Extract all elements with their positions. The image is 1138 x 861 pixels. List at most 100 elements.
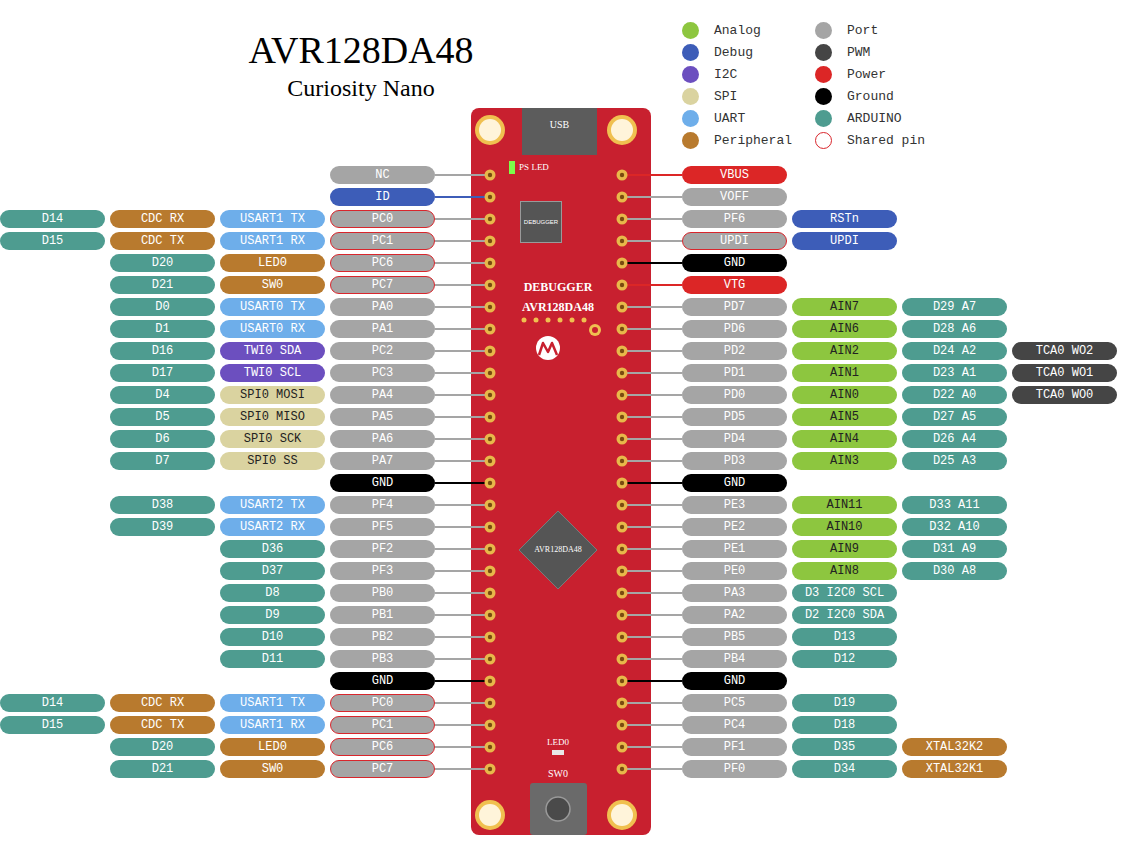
- pin-label: PA6: [330, 430, 435, 448]
- pin-label-text: D11: [262, 653, 284, 665]
- pin-leader-line: [435, 768, 472, 770]
- pin-pad: [485, 412, 496, 423]
- pin-label: USART1 RX: [220, 716, 325, 734]
- pin-label: SW0: [220, 760, 325, 778]
- pin-label-text: D20: [152, 257, 174, 269]
- pin-pad: [617, 346, 628, 357]
- pin-hole: [488, 217, 492, 221]
- pin-label: D13: [792, 628, 897, 646]
- pin-leader-line: [435, 174, 472, 176]
- pin-label: PC6: [330, 738, 435, 756]
- pin-pad: [617, 236, 628, 247]
- pin-label-text: PD2: [724, 345, 746, 357]
- mounting-hole-center: [479, 119, 501, 141]
- pin-label: PA7: [330, 452, 435, 470]
- pin-label: PF2: [330, 540, 435, 558]
- pin-pad: [617, 720, 628, 731]
- pin-label-text: PF2: [372, 543, 394, 555]
- pin-label-text: SW0: [262, 279, 284, 291]
- pin-pad: [485, 170, 496, 181]
- pin-label-text: PF5: [372, 521, 394, 533]
- pin-label: D19: [792, 694, 897, 712]
- legend-label: UART: [714, 111, 745, 126]
- legend-swatch: [682, 88, 699, 105]
- pin-label-text: D27 A5: [933, 411, 976, 423]
- pin-label-text: D28 A6: [933, 323, 976, 335]
- pin-label: AIN7: [792, 298, 897, 316]
- pin-label: D10: [220, 628, 325, 646]
- pin-pad: [485, 654, 496, 665]
- board-silkscreen: SW0: [548, 768, 568, 779]
- pin-label-text: GND: [372, 675, 394, 687]
- pin-label-text: SPI0 MISO: [240, 411, 305, 423]
- pin-hole: [620, 701, 624, 705]
- test-pad-hole: [592, 327, 598, 333]
- pin-label-text: D14: [42, 697, 64, 709]
- pin-label-text: GND: [724, 675, 746, 687]
- pin-label: AIN6: [792, 320, 897, 338]
- pin-label: USART0 TX: [220, 298, 325, 316]
- pin-pad: [485, 192, 496, 203]
- pin-leader-line: [435, 372, 472, 374]
- pin-hole: [488, 547, 492, 551]
- pin-label: CDC RX: [110, 210, 215, 228]
- pin-pad: [485, 742, 496, 753]
- pin-leader-line: [435, 196, 472, 198]
- pin-label-text: PC3: [372, 367, 394, 379]
- legend-label: I2C: [714, 67, 737, 82]
- pin-label-text: PD7: [724, 301, 746, 313]
- pin-label-text: PA7: [372, 455, 394, 467]
- pin-label-text: D29 A7: [933, 301, 976, 313]
- usb-connector: USB: [522, 108, 597, 155]
- pin-leader-line: [650, 306, 682, 308]
- pin-label: USART1 RX: [220, 232, 325, 250]
- pin-label: GND: [682, 474, 787, 492]
- pin-label: PF1: [682, 738, 787, 756]
- pin-label-text: D15: [42, 719, 64, 731]
- pin-label: SW0: [220, 276, 325, 294]
- pin-hole: [488, 239, 492, 243]
- pin-pad: [485, 302, 496, 313]
- pin-leader-line: [650, 196, 682, 198]
- pin-leader-line: [650, 350, 682, 352]
- pin-label-text: D34: [834, 763, 856, 775]
- legend-entry: Power: [815, 65, 886, 83]
- pin-leader-line: [650, 746, 682, 748]
- pin-pad: [485, 522, 496, 533]
- pin-pad: [617, 698, 628, 709]
- pin-pad: [617, 434, 628, 445]
- pin-label-text: USART1 RX: [240, 719, 305, 731]
- pin-label-text: AIN1: [830, 367, 859, 379]
- pin-hole: [620, 371, 624, 375]
- pin-hole: [620, 525, 624, 529]
- pin-pad: [485, 566, 496, 577]
- pin-pad: [617, 214, 628, 225]
- pin-pad: [617, 632, 628, 643]
- pin-label: PD7: [682, 298, 787, 316]
- pin-label: PC5: [682, 694, 787, 712]
- mounting-hole: [475, 115, 505, 145]
- pin-pad: [617, 522, 628, 533]
- legend-swatch: [815, 110, 832, 127]
- pin-label-text: PA5: [372, 411, 394, 423]
- pin-label-text: PF1: [724, 741, 746, 753]
- pin-label-text: D1: [155, 323, 169, 335]
- pin-label: USART2 RX: [220, 518, 325, 536]
- pin-label-text: USART0 RX: [240, 323, 305, 335]
- pin-label: PD2: [682, 342, 787, 360]
- pin-label: TWI0 SDA: [220, 342, 325, 360]
- pin-label-text: TCA0 WO2: [1036, 345, 1094, 357]
- legend-swatch: [815, 88, 832, 105]
- pin-pad: [617, 742, 628, 753]
- pin-label-text: CDC TX: [141, 235, 184, 247]
- pin-label: NC: [330, 166, 435, 184]
- pin-label: PE3: [682, 496, 787, 514]
- pin-label-text: D6: [155, 433, 169, 445]
- pin-label-text: D38: [152, 499, 174, 511]
- pin-label-text: TWI0 SCL: [244, 367, 302, 379]
- pin-label: PC4: [682, 716, 787, 734]
- title: AVR128DA48: [248, 28, 473, 72]
- pin-label-text: D9: [265, 609, 279, 621]
- pin-leader-line: [650, 636, 682, 638]
